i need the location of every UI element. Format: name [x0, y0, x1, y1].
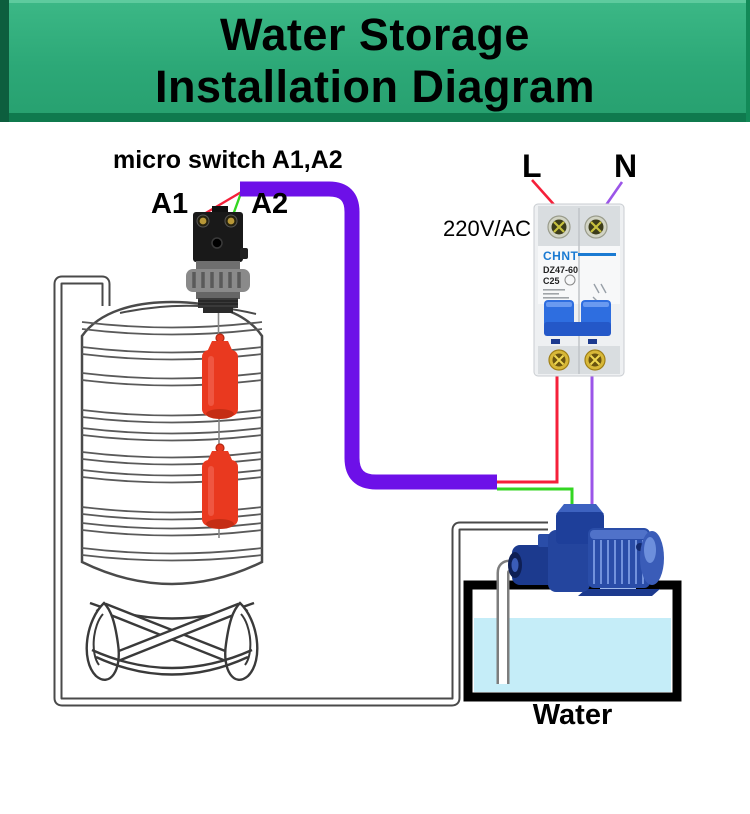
breaker-screw-top-left — [547, 215, 571, 239]
motor-fins — [593, 540, 644, 584]
breaker-screw-bottom-left — [548, 349, 570, 371]
micro-switch-label: micro switch A1,A2 — [113, 146, 343, 174]
breaker-screw-bottom-right — [584, 349, 606, 371]
tank-lid-line — [119, 304, 257, 315]
pump-motor — [588, 528, 650, 588]
label-a2: A2 — [251, 188, 289, 220]
pump-head — [512, 545, 558, 585]
title-banner: Water Storage Installation Diagram — [0, 0, 750, 122]
breaker-model: DZ47-60 — [543, 265, 578, 275]
wire-red-breaker-to-junction — [497, 360, 559, 484]
breaker-brand: CHNT — [543, 249, 578, 263]
title-line-1: Water Storage — [220, 8, 530, 60]
tank-body — [80, 300, 264, 586]
pipe-inner — [55, 277, 548, 705]
stand-bottom-ring — [91, 648, 253, 676]
breaker-toggles — [544, 300, 611, 336]
breaker-screw-top-right — [584, 215, 608, 239]
stand-leg-left-inner — [92, 613, 104, 666]
wire-L-supply — [531, 179, 558, 209]
label-line: L — [522, 148, 542, 184]
circuit-breaker: CHNT DZ47-60 C25 — [533, 203, 625, 377]
switch-bushing — [186, 261, 250, 313]
micro-switch — [186, 206, 250, 313]
wiring — [198, 179, 624, 532]
tank-stand — [85, 601, 259, 681]
breaker-rating: C25 — [543, 276, 560, 286]
water-tank — [80, 300, 264, 586]
stand-leg-right — [224, 601, 259, 681]
breaker-toggle-tie-bar — [544, 322, 611, 336]
stand-leg-left — [85, 601, 120, 681]
water-pump — [508, 504, 664, 596]
stand-leg-right-inner — [240, 613, 252, 666]
pump-volute — [548, 530, 590, 592]
wire-green-switch — [231, 192, 243, 216]
label-neutral: N — [614, 148, 638, 184]
purple-cable — [240, 181, 497, 490]
title-line-2: Installation Diagram — [154, 61, 596, 112]
label-voltage: 220V/AC — [443, 216, 532, 241]
pump-base — [578, 589, 660, 596]
float-assembly — [202, 312, 238, 538]
float-switch-upper — [202, 333, 238, 419]
label-water: Water — [532, 699, 613, 731]
tank-ribs — [81, 321, 263, 562]
float-switch-lower — [202, 443, 238, 529]
label-a1: A1 — [151, 188, 189, 220]
pipe-loop — [53, 275, 548, 707]
